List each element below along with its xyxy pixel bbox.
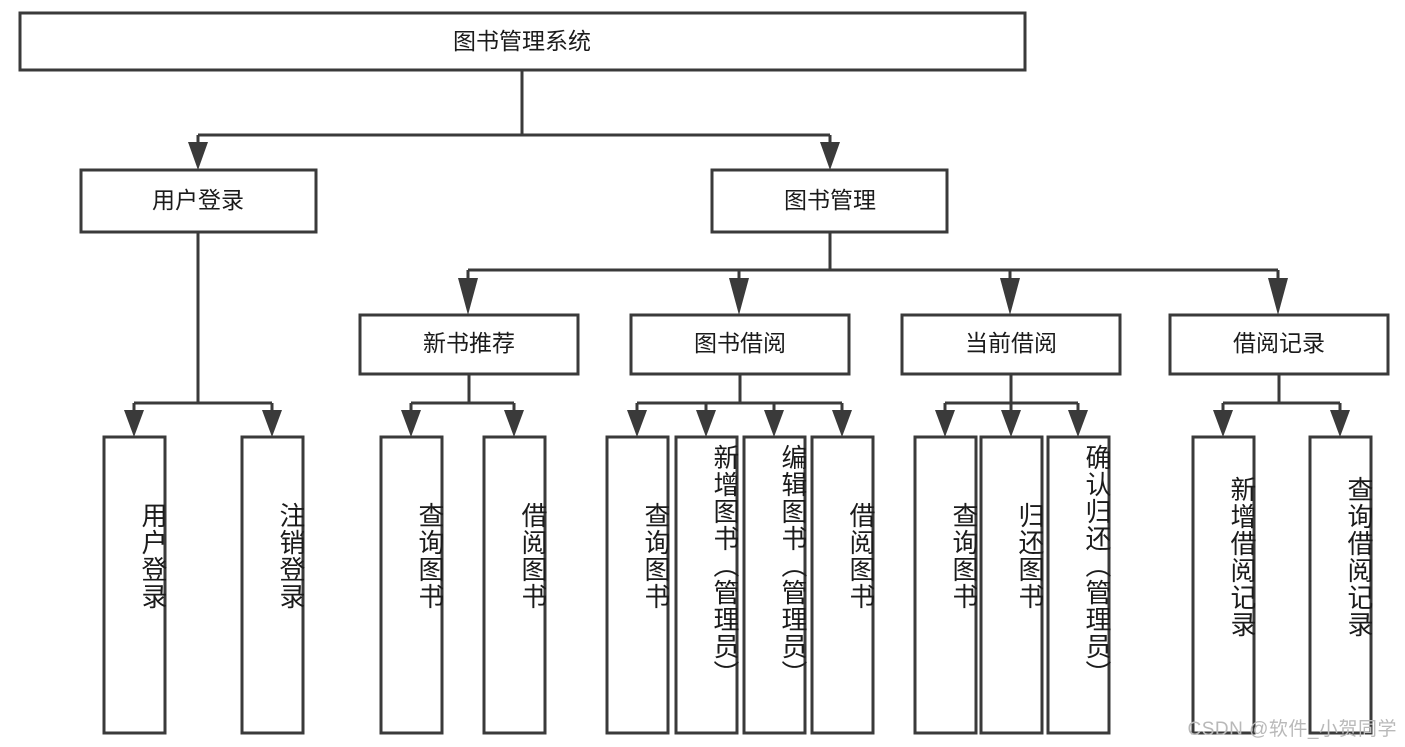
arrow-cb-to-leaf-3 bbox=[1068, 410, 1088, 437]
node-leaf-add-record[interactable] bbox=[1191, 435, 1256, 735]
node-label-book-management: 图书管理 bbox=[784, 187, 876, 213]
node-leaf-query-record[interactable] bbox=[1308, 435, 1373, 735]
node-leaf-query-book-2[interactable] bbox=[605, 435, 670, 735]
arrow-ul-to-leaf-1 bbox=[124, 410, 144, 437]
arrow-bb-to-leaf-2 bbox=[696, 410, 716, 437]
arrow-br-to-leaf-2 bbox=[1330, 410, 1350, 437]
arrow-bm-to-borrow-record bbox=[1268, 278, 1288, 315]
arrow-bm-to-new-book bbox=[458, 278, 478, 315]
watermark-text: CSDN @软件_小贺同学 bbox=[1187, 719, 1397, 740]
node-leaf-borrow-book-1[interactable] bbox=[482, 435, 547, 735]
node-borrow-record[interactable] bbox=[1168, 313, 1390, 376]
arrow-root-to-user-login bbox=[188, 142, 208, 170]
node-leaf-edit-book[interactable] bbox=[742, 435, 807, 735]
arrow-root-to-book-management bbox=[820, 142, 840, 170]
node-book-borrow[interactable] bbox=[629, 313, 851, 376]
arrow-bb-to-leaf-1 bbox=[627, 410, 647, 437]
node-leaf-logout-login[interactable] bbox=[240, 435, 305, 735]
arrow-bb-to-leaf-3 bbox=[764, 410, 784, 437]
node-leaf-return-book[interactable] bbox=[979, 435, 1044, 735]
node-layer: 图书管理系统 用户登录 图书管理 新书推荐 图书借阅 当前借阅 借阅记录 bbox=[18, 11, 1390, 735]
node-leaf-add-book[interactable] bbox=[674, 435, 739, 735]
node-leaf-borrow-book-2[interactable] bbox=[810, 435, 875, 735]
node-label-current-borrow: 当前借阅 bbox=[965, 330, 1057, 356]
node-book-management[interactable] bbox=[710, 168, 949, 234]
connector-layer bbox=[124, 70, 1350, 437]
node-current-borrow[interactable] bbox=[900, 313, 1122, 376]
node-user-login[interactable] bbox=[79, 168, 318, 234]
node-label-new-book-recommend: 新书推荐 bbox=[423, 330, 515, 356]
arrow-cb-to-leaf-1 bbox=[935, 410, 955, 437]
node-leaf-confirm-return[interactable] bbox=[1046, 435, 1111, 735]
node-new-book-recommend[interactable] bbox=[358, 313, 580, 376]
node-leaf-query-book-3[interactable] bbox=[913, 435, 978, 735]
arrow-bm-to-book-borrow bbox=[729, 278, 749, 315]
arrow-cb-to-leaf-2 bbox=[1001, 410, 1021, 437]
node-leaf-query-book-1[interactable] bbox=[379, 435, 444, 735]
node-label-book-borrow: 图书借阅 bbox=[694, 330, 786, 356]
arrow-br-to-leaf-1 bbox=[1213, 410, 1233, 437]
node-label-borrow-record: 借阅记录 bbox=[1233, 330, 1325, 356]
node-book-management-system[interactable] bbox=[18, 11, 1027, 72]
arrow-nbr-to-leaf-1 bbox=[401, 410, 421, 437]
arrow-ul-to-leaf-2 bbox=[262, 410, 282, 437]
arrow-bm-to-current-borrow bbox=[1000, 278, 1020, 315]
node-leaf-user-login[interactable] bbox=[102, 435, 167, 735]
node-label-user-login: 用户登录 bbox=[152, 187, 244, 213]
arrow-bb-to-leaf-4 bbox=[832, 410, 852, 437]
arrow-nbr-to-leaf-2 bbox=[504, 410, 524, 437]
node-label-book-management-system: 图书管理系统 bbox=[453, 28, 591, 54]
